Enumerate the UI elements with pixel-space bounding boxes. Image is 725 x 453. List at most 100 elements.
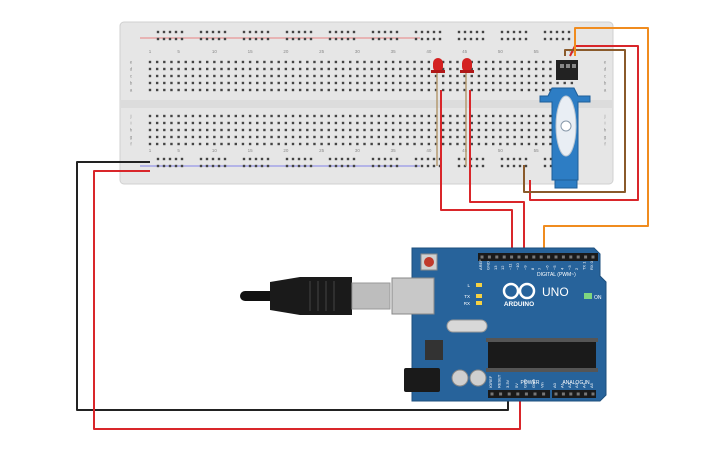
breadboard-hole[interactable]: [327, 67, 330, 71]
breadboard-hole[interactable]: [298, 135, 302, 139]
breadboard-hole[interactable]: [349, 60, 352, 64]
power-rail-hole[interactable]: [248, 37, 252, 41]
breadboard-hole[interactable]: [234, 142, 237, 146]
breadboard-hole[interactable]: [377, 121, 380, 125]
breadboard-hole[interactable]: [434, 142, 438, 146]
breadboard-hole[interactable]: [341, 81, 345, 85]
power-rail-hole[interactable]: [500, 37, 504, 41]
breadboard-hole[interactable]: [499, 128, 502, 132]
breadboard-hole[interactable]: [155, 142, 159, 146]
breadboard-hole[interactable]: [163, 114, 166, 118]
breadboard-hole[interactable]: [341, 121, 345, 125]
breadboard-hole[interactable]: [220, 74, 223, 78]
breadboard-hole[interactable]: [456, 135, 459, 139]
header-pin[interactable]: [591, 255, 595, 259]
header-pin[interactable]: [584, 255, 588, 259]
breadboard-hole[interactable]: [363, 142, 366, 146]
breadboard-hole[interactable]: [148, 60, 152, 64]
breadboard-hole[interactable]: [234, 121, 237, 125]
breadboard-hole[interactable]: [298, 67, 302, 71]
breadboard-hole[interactable]: [220, 135, 223, 139]
power-rail-hole[interactable]: [432, 164, 436, 168]
breadboard-hole[interactable]: [356, 60, 359, 64]
breadboard-hole[interactable]: [363, 60, 366, 64]
power-rail-hole[interactable]: [180, 157, 184, 161]
breadboard-hole[interactable]: [499, 67, 502, 71]
breadboard-hole[interactable]: [527, 60, 531, 64]
power-rail-hole[interactable]: [524, 164, 528, 168]
breadboard-hole[interactable]: [391, 74, 395, 78]
breadboard-hole[interactable]: [198, 88, 202, 92]
power-rail-hole[interactable]: [389, 157, 393, 161]
power-rail-hole[interactable]: [463, 157, 467, 161]
breadboard-hole[interactable]: [499, 74, 502, 78]
breadboard-hole[interactable]: [256, 128, 259, 132]
breadboard-hole[interactable]: [406, 74, 409, 78]
power-rail-hole[interactable]: [199, 157, 203, 161]
breadboard-hole[interactable]: [470, 142, 473, 146]
power-rail-hole[interactable]: [561, 37, 565, 41]
breadboard-hole[interactable]: [441, 60, 445, 64]
breadboard-hole[interactable]: [506, 114, 509, 118]
breadboard-hole[interactable]: [177, 142, 180, 146]
breadboard-hole[interactable]: [534, 67, 538, 71]
breadboard-hole[interactable]: [520, 88, 523, 92]
power-rail-hole[interactable]: [303, 37, 307, 41]
power-rail-hole[interactable]: [543, 37, 547, 41]
power-rail-hole[interactable]: [285, 157, 289, 161]
power-rail-hole[interactable]: [205, 30, 209, 34]
power-rail-hole[interactable]: [352, 37, 356, 41]
breadboard-hole[interactable]: [484, 67, 488, 71]
breadboard-hole[interactable]: [406, 60, 409, 64]
breadboard-hole[interactable]: [513, 67, 516, 71]
breadboard-hole[interactable]: [334, 88, 338, 92]
breadboard-hole[interactable]: [527, 81, 531, 85]
breadboard-hole[interactable]: [370, 135, 373, 139]
breadboard-hole[interactable]: [291, 135, 295, 139]
breadboard-hole[interactable]: [542, 60, 545, 64]
power-rail-hole[interactable]: [223, 30, 227, 34]
breadboard-hole[interactable]: [484, 114, 488, 118]
breadboard-hole[interactable]: [327, 114, 330, 118]
power-rail-hole[interactable]: [432, 30, 436, 34]
breadboard-hole[interactable]: [527, 67, 531, 71]
power-rail-hole[interactable]: [242, 164, 246, 168]
breadboard-hole[interactable]: [506, 67, 509, 71]
breadboard-hole[interactable]: [506, 81, 509, 85]
breadboard-hole[interactable]: [549, 88, 552, 92]
breadboard-hole[interactable]: [177, 60, 180, 64]
breadboard-hole[interactable]: [377, 135, 380, 139]
power-rail-hole[interactable]: [199, 30, 203, 34]
breadboard-hole[interactable]: [170, 81, 173, 85]
breadboard-hole[interactable]: [177, 121, 180, 125]
breadboard-hole[interactable]: [420, 135, 423, 139]
breadboard-hole[interactable]: [391, 81, 395, 85]
breadboard-hole[interactable]: [298, 74, 302, 78]
power-rail-hole[interactable]: [506, 30, 510, 34]
breadboard-hole[interactable]: [241, 60, 245, 64]
breadboard-hole[interactable]: [313, 128, 316, 132]
power-rail-hole[interactable]: [555, 37, 559, 41]
breadboard-hole[interactable]: [420, 114, 423, 118]
power-rail-hole[interactable]: [463, 37, 467, 41]
power-rail-hole[interactable]: [162, 37, 166, 41]
power-rail-hole[interactable]: [395, 164, 399, 168]
breadboard-hole[interactable]: [177, 88, 180, 92]
breadboard-hole[interactable]: [148, 88, 152, 92]
power-rail-hole[interactable]: [346, 164, 350, 168]
breadboard-hole[interactable]: [527, 88, 531, 92]
breadboard-hole[interactable]: [349, 142, 352, 146]
breadboard-hole[interactable]: [356, 67, 359, 71]
breadboard-hole[interactable]: [334, 121, 338, 125]
breadboard-hole[interactable]: [177, 135, 180, 139]
breadboard-hole[interactable]: [399, 60, 402, 64]
breadboard-hole[interactable]: [549, 81, 552, 85]
breadboard-hole[interactable]: [263, 81, 266, 85]
breadboard-hole[interactable]: [391, 60, 395, 64]
breadboard-hole[interactable]: [234, 88, 237, 92]
power-rail-hole[interactable]: [463, 30, 467, 34]
power-rail-hole[interactable]: [512, 37, 516, 41]
breadboard-hole[interactable]: [377, 142, 380, 146]
breadboard-hole[interactable]: [334, 135, 338, 139]
breadboard-hole[interactable]: [406, 67, 409, 71]
